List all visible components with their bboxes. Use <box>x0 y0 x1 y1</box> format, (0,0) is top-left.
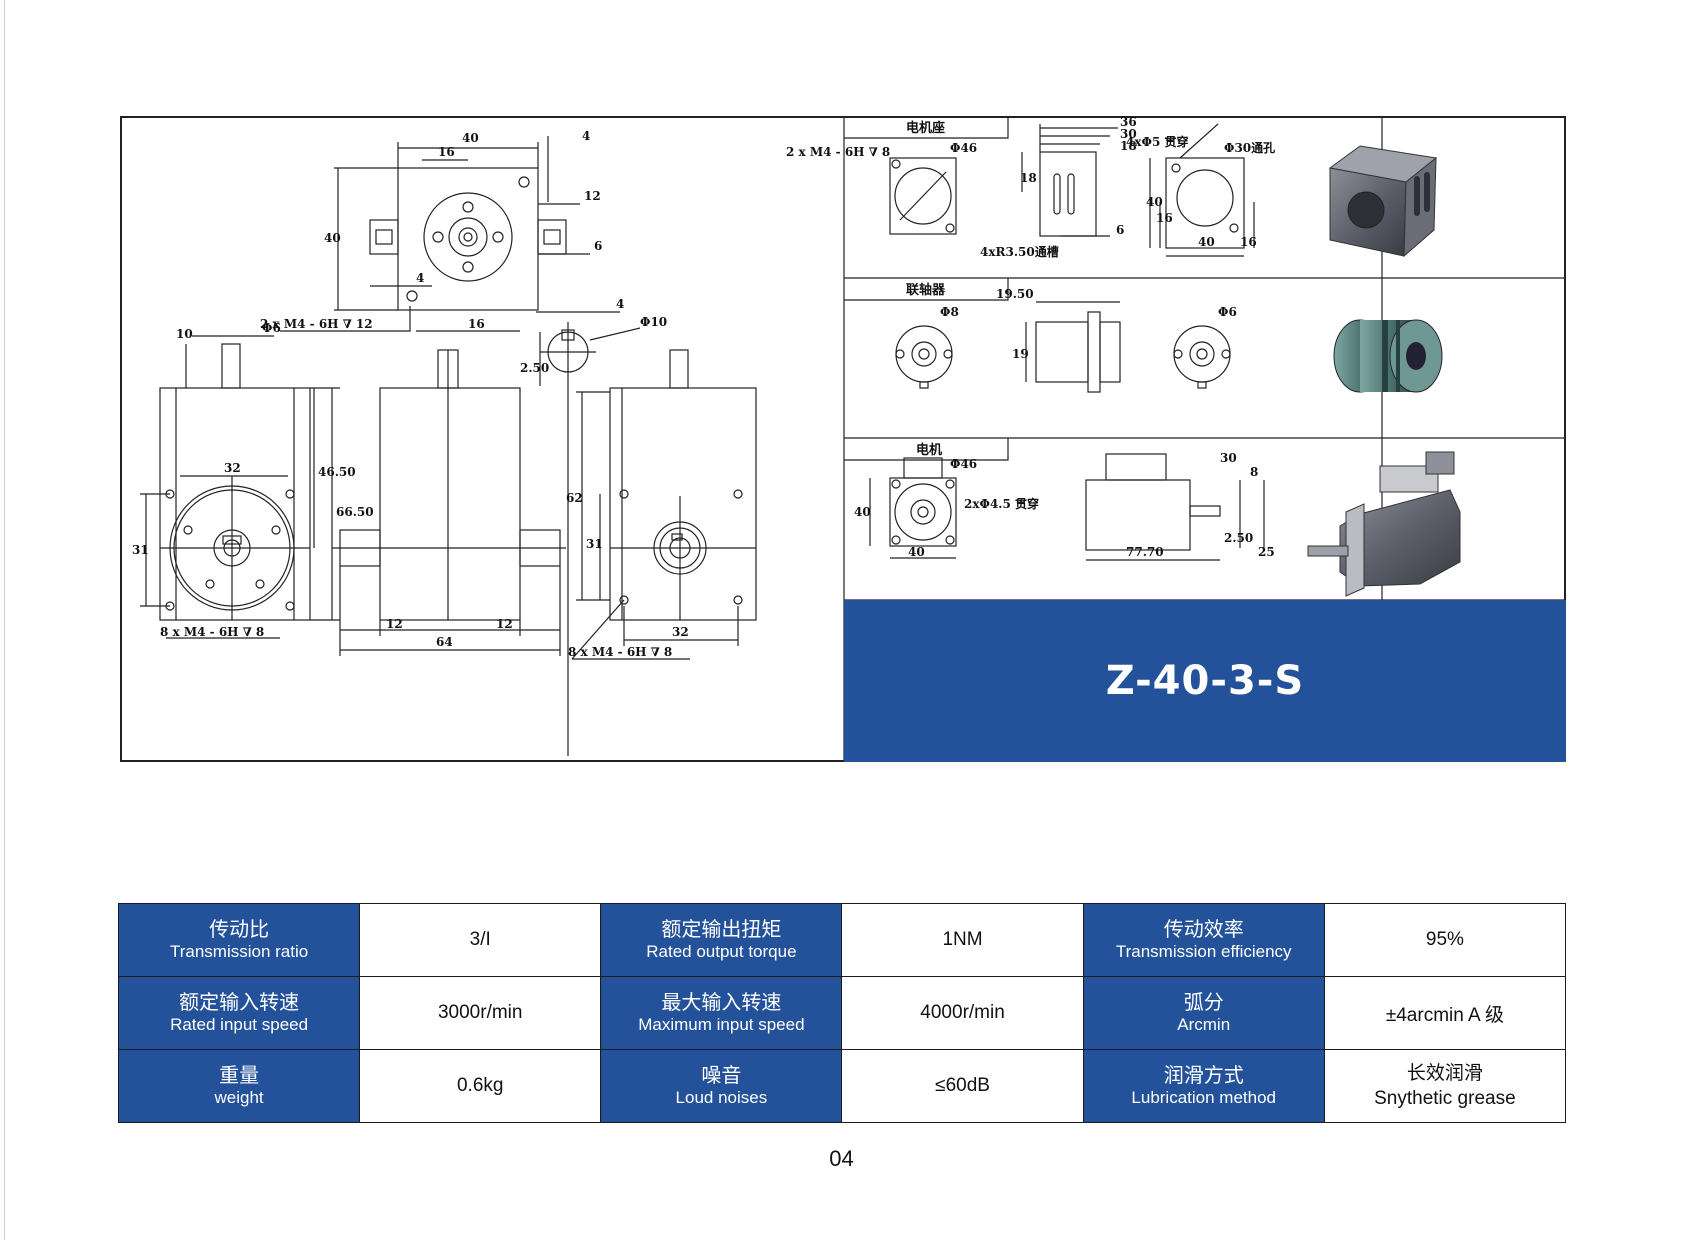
motor-seat-render <box>1328 145 1438 258</box>
model-title: Z-40-3-S <box>1105 658 1305 704</box>
svg-text:联轴器: 联轴器 <box>906 282 946 298</box>
svg-text:16: 16 <box>1240 235 1257 249</box>
spec-value: 95% <box>1323 903 1567 977</box>
svg-text:16: 16 <box>1156 211 1173 225</box>
technical-drawing: 40 16 40 4 12 6 4 16 2 x M4 - 6H ∇ 12 4 … <box>132 116 1566 762</box>
svg-text:Φ46: Φ46 <box>950 457 977 471</box>
svg-text:31: 31 <box>586 537 603 551</box>
svg-text:2.50: 2.50 <box>1224 531 1253 545</box>
svg-text:40: 40 <box>1198 235 1215 249</box>
page-number: 04 <box>829 1146 854 1171</box>
svg-text:16: 16 <box>468 317 485 331</box>
svg-text:8 x M4 - 6H ∇ 8: 8 x M4 - 6H ∇ 8 <box>568 645 672 659</box>
svg-text:64: 64 <box>436 635 453 649</box>
svg-text:40: 40 <box>324 231 341 245</box>
svg-text:Φ30通孔: Φ30通孔 <box>1224 140 1275 155</box>
page-edge-line <box>4 0 5 1240</box>
svg-text:8 x M4 - 6H ∇ 8: 8 x M4 - 6H ∇ 8 <box>160 625 264 639</box>
svg-text:2.50: 2.50 <box>520 361 549 375</box>
svg-text:2xΦ4.5 贯穿: 2xΦ4.5 贯穿 <box>964 496 1039 511</box>
svg-text:66.50: 66.50 <box>336 505 374 519</box>
svg-text:30: 30 <box>1220 451 1237 465</box>
svg-text:19.50: 19.50 <box>996 287 1034 301</box>
svg-text:8: 8 <box>1250 465 1258 479</box>
svg-text:31: 31 <box>132 543 149 557</box>
svg-text:62: 62 <box>566 491 583 505</box>
svg-text:40: 40 <box>1146 195 1163 209</box>
svg-text:6: 6 <box>1116 223 1124 237</box>
spec-value: 0.6kg <box>359 1049 602 1123</box>
svg-text:18: 18 <box>1020 171 1037 185</box>
motor-render <box>1307 451 1461 597</box>
svg-text:40: 40 <box>908 545 925 559</box>
svg-text:25: 25 <box>1258 545 1275 559</box>
svg-text:Φ6: Φ6 <box>262 321 281 335</box>
spec-value: 4000r/min <box>841 976 1084 1050</box>
svg-text:电机座: 电机座 <box>906 120 945 136</box>
spec-value: 3000r/min <box>359 976 602 1050</box>
svg-text:16: 16 <box>438 145 455 159</box>
svg-text:77.70: 77.70 <box>1126 545 1164 559</box>
svg-text:6: 6 <box>594 239 602 253</box>
spec-value: ±4arcmin A 级 <box>1323 976 1567 1050</box>
section-labels: 电机座 联轴器 电机 <box>906 120 946 458</box>
svg-text:2 x M4 - 6H ∇ 8: 2 x M4 - 6H ∇ 8 <box>786 145 890 159</box>
svg-text:18: 18 <box>1120 139 1137 153</box>
svg-text:4: 4 <box>616 297 624 311</box>
svg-text:电机: 电机 <box>916 442 942 458</box>
spec-value: 1NM <box>841 903 1084 977</box>
svg-text:32: 32 <box>672 625 689 639</box>
spec-value: ≤60dB <box>841 1049 1084 1123</box>
svg-text:2 x M4 - 6H ∇ 12: 2 x M4 - 6H ∇ 12 <box>260 317 373 331</box>
coupling-render <box>1333 319 1443 393</box>
svg-text:30: 30 <box>1120 127 1137 141</box>
svg-text:40: 40 <box>854 505 871 519</box>
svg-text:Φ10: Φ10 <box>640 315 667 329</box>
svg-text:4: 4 <box>582 129 590 143</box>
svg-text:4xΦ5 贯穿: 4xΦ5 贯穿 <box>1126 134 1189 149</box>
svg-text:32: 32 <box>224 461 241 475</box>
dimension-labels: 40 16 40 4 12 6 4 16 2 x M4 - 6H ∇ 12 4 … <box>132 116 1275 659</box>
svg-text:Φ6: Φ6 <box>1218 305 1237 319</box>
svg-text:4xR3.50通槽: 4xR3.50通槽 <box>980 244 1059 259</box>
drawing-frame <box>120 116 1566 762</box>
svg-text:10: 10 <box>176 327 193 341</box>
svg-text:36: 36 <box>1120 116 1137 129</box>
svg-text:Φ46: Φ46 <box>950 141 977 155</box>
svg-text:Φ8: Φ8 <box>940 305 959 319</box>
svg-text:4: 4 <box>416 271 424 285</box>
svg-text:46.50: 46.50 <box>318 465 356 479</box>
svg-text:40: 40 <box>462 131 479 145</box>
svg-text:12: 12 <box>584 189 601 203</box>
model-banner: Z-40-3-S <box>844 600 1566 762</box>
svg-text:19: 19 <box>1012 347 1029 361</box>
svg-text:12: 12 <box>386 617 403 631</box>
spec-value: 3/I <box>359 903 602 977</box>
svg-text:12: 12 <box>496 617 513 631</box>
